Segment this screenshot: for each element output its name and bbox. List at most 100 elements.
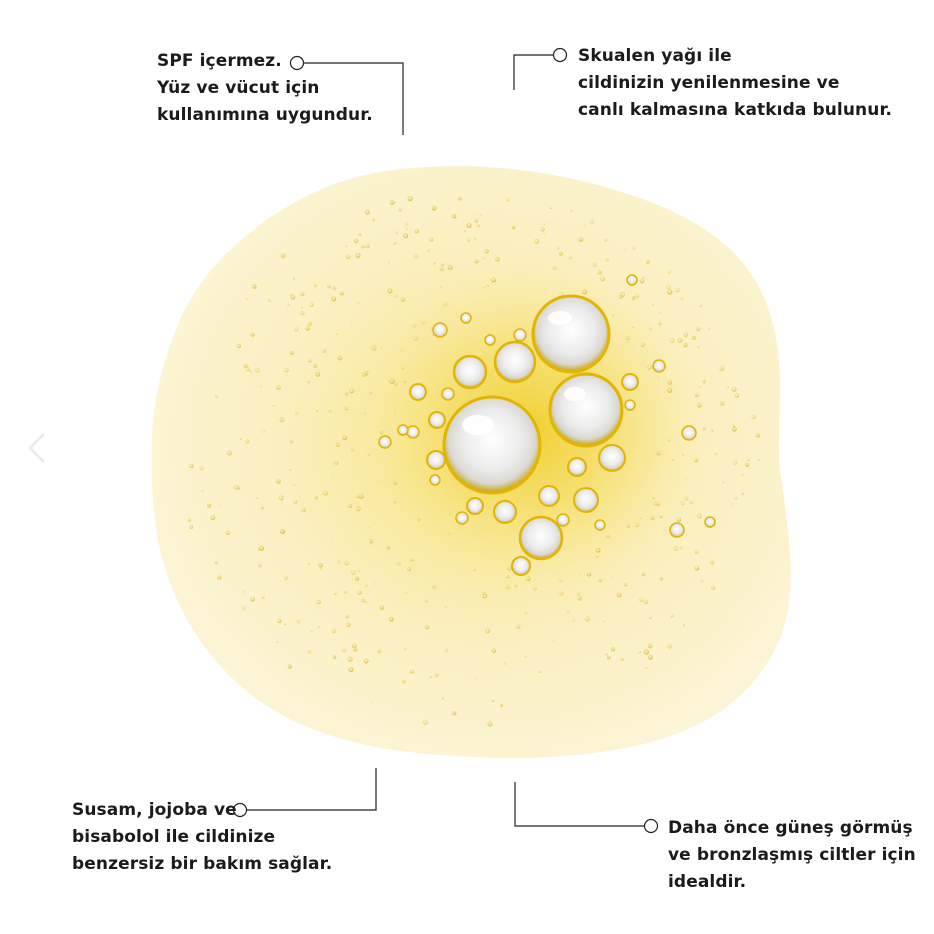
tiny-bubble	[429, 675, 432, 679]
tiny-bubble	[364, 209, 370, 215]
tiny-bubble	[363, 658, 369, 664]
tiny-bubble	[201, 489, 204, 492]
tiny-bubble	[404, 222, 409, 226]
tiny-bubble	[334, 460, 339, 465]
tiny-bubble	[669, 338, 675, 344]
tiny-bubble	[458, 196, 462, 201]
tiny-bubble	[732, 426, 737, 432]
tiny-bubble	[331, 296, 337, 302]
tiny-bubble	[237, 344, 242, 349]
tiny-bubble	[262, 430, 266, 433]
callout-spf-free: SPF içermez. Yüz ve vücut için kullanımı…	[157, 48, 373, 129]
tiny-bubble	[254, 367, 260, 373]
tiny-bubble	[689, 500, 693, 504]
chevron-left-icon	[28, 433, 45, 463]
tiny-bubble	[367, 453, 370, 456]
tiny-bubble	[699, 304, 702, 307]
tiny-bubble	[413, 335, 419, 341]
tiny-bubble	[683, 343, 688, 348]
tiny-bubble	[414, 229, 419, 234]
tiny-bubble	[667, 439, 671, 442]
tiny-bubble	[307, 563, 310, 565]
tiny-bubble	[380, 481, 383, 484]
tiny-bubble	[667, 380, 673, 385]
tiny-bubble	[708, 327, 711, 330]
tiny-bubble	[250, 597, 255, 602]
tiny-bubble	[447, 265, 453, 271]
tiny-bubble	[566, 609, 570, 613]
tiny-bubble	[396, 561, 401, 566]
tiny-bubble	[393, 243, 395, 245]
tiny-bubble	[432, 334, 435, 337]
tiny-bubble	[726, 385, 730, 389]
tiny-bubble	[189, 464, 194, 469]
tiny-bubble	[507, 566, 512, 571]
tiny-bubble	[482, 592, 486, 595]
tiny-bubble	[732, 460, 738, 465]
tiny-bubble	[287, 303, 290, 306]
tiny-bubble	[357, 569, 361, 573]
tiny-bubble	[259, 545, 265, 551]
tiny-bubble	[404, 648, 407, 651]
tiny-bubble	[387, 288, 393, 294]
tiny-bubble	[214, 560, 219, 565]
tiny-bubble	[696, 513, 702, 519]
tiny-bubble	[394, 409, 396, 412]
tiny-bubble	[746, 458, 750, 462]
tiny-bubble	[347, 656, 353, 662]
tiny-bubble	[392, 200, 396, 204]
tiny-bubble	[474, 259, 479, 264]
tiny-bubble	[616, 592, 622, 598]
tiny-bubble	[491, 699, 495, 703]
carousel-prev-button[interactable]	[18, 428, 58, 468]
tiny-bubble	[407, 567, 412, 571]
tiny-bubble	[656, 451, 661, 456]
callout-line: benzersiz bir bakım sağlar.	[72, 854, 333, 874]
tiny-bubble	[279, 579, 282, 582]
tiny-bubble	[491, 648, 497, 653]
tiny-bubble	[335, 442, 340, 447]
tiny-bubble	[577, 596, 582, 601]
tiny-bubble	[540, 227, 545, 232]
tiny-bubble	[620, 657, 624, 661]
tiny-bubble	[401, 366, 404, 370]
tiny-bubble	[556, 247, 560, 250]
tiny-bubble	[659, 311, 662, 314]
tiny-bubble	[604, 238, 608, 242]
tiny-bubble	[466, 237, 471, 242]
tiny-bubble	[639, 597, 644, 602]
tiny-bubble	[332, 655, 337, 659]
tiny-bubble	[345, 254, 351, 260]
tiny-bubble	[356, 301, 360, 304]
callout-line: Skualen yağı ile	[578, 46, 732, 66]
tiny-bubble	[442, 301, 448, 307]
tiny-bubble	[361, 598, 365, 603]
callout-line: bisabolol ile cildinize	[72, 827, 276, 847]
tiny-bubble	[374, 582, 377, 585]
tiny-bubble	[576, 592, 580, 596]
tiny-bubble	[313, 364, 317, 368]
tiny-bubble	[370, 535, 372, 537]
tiny-bubble	[326, 284, 331, 289]
tiny-bubble	[261, 596, 265, 599]
tiny-bubble	[734, 496, 738, 500]
tiny-bubble	[293, 277, 296, 280]
tiny-bubble	[600, 276, 605, 282]
tiny-bubble	[441, 696, 445, 700]
tiny-bubble	[379, 605, 385, 610]
tiny-bubble	[552, 265, 557, 270]
tiny-bubble	[187, 518, 192, 522]
tiny-bubble	[624, 248, 627, 251]
tiny-bubble	[698, 385, 701, 388]
tiny-bubble	[477, 224, 480, 227]
tiny-bubble	[365, 584, 368, 587]
tiny-bubble	[583, 224, 586, 227]
tiny-bubble	[694, 565, 700, 571]
tiny-bubble	[685, 477, 687, 480]
tiny-bubble	[293, 483, 296, 486]
tiny-bubble	[710, 560, 715, 565]
tiny-bubble	[310, 630, 313, 632]
tiny-bubble	[284, 576, 288, 580]
tiny-bubble	[578, 237, 584, 242]
tiny-bubble	[673, 546, 678, 551]
